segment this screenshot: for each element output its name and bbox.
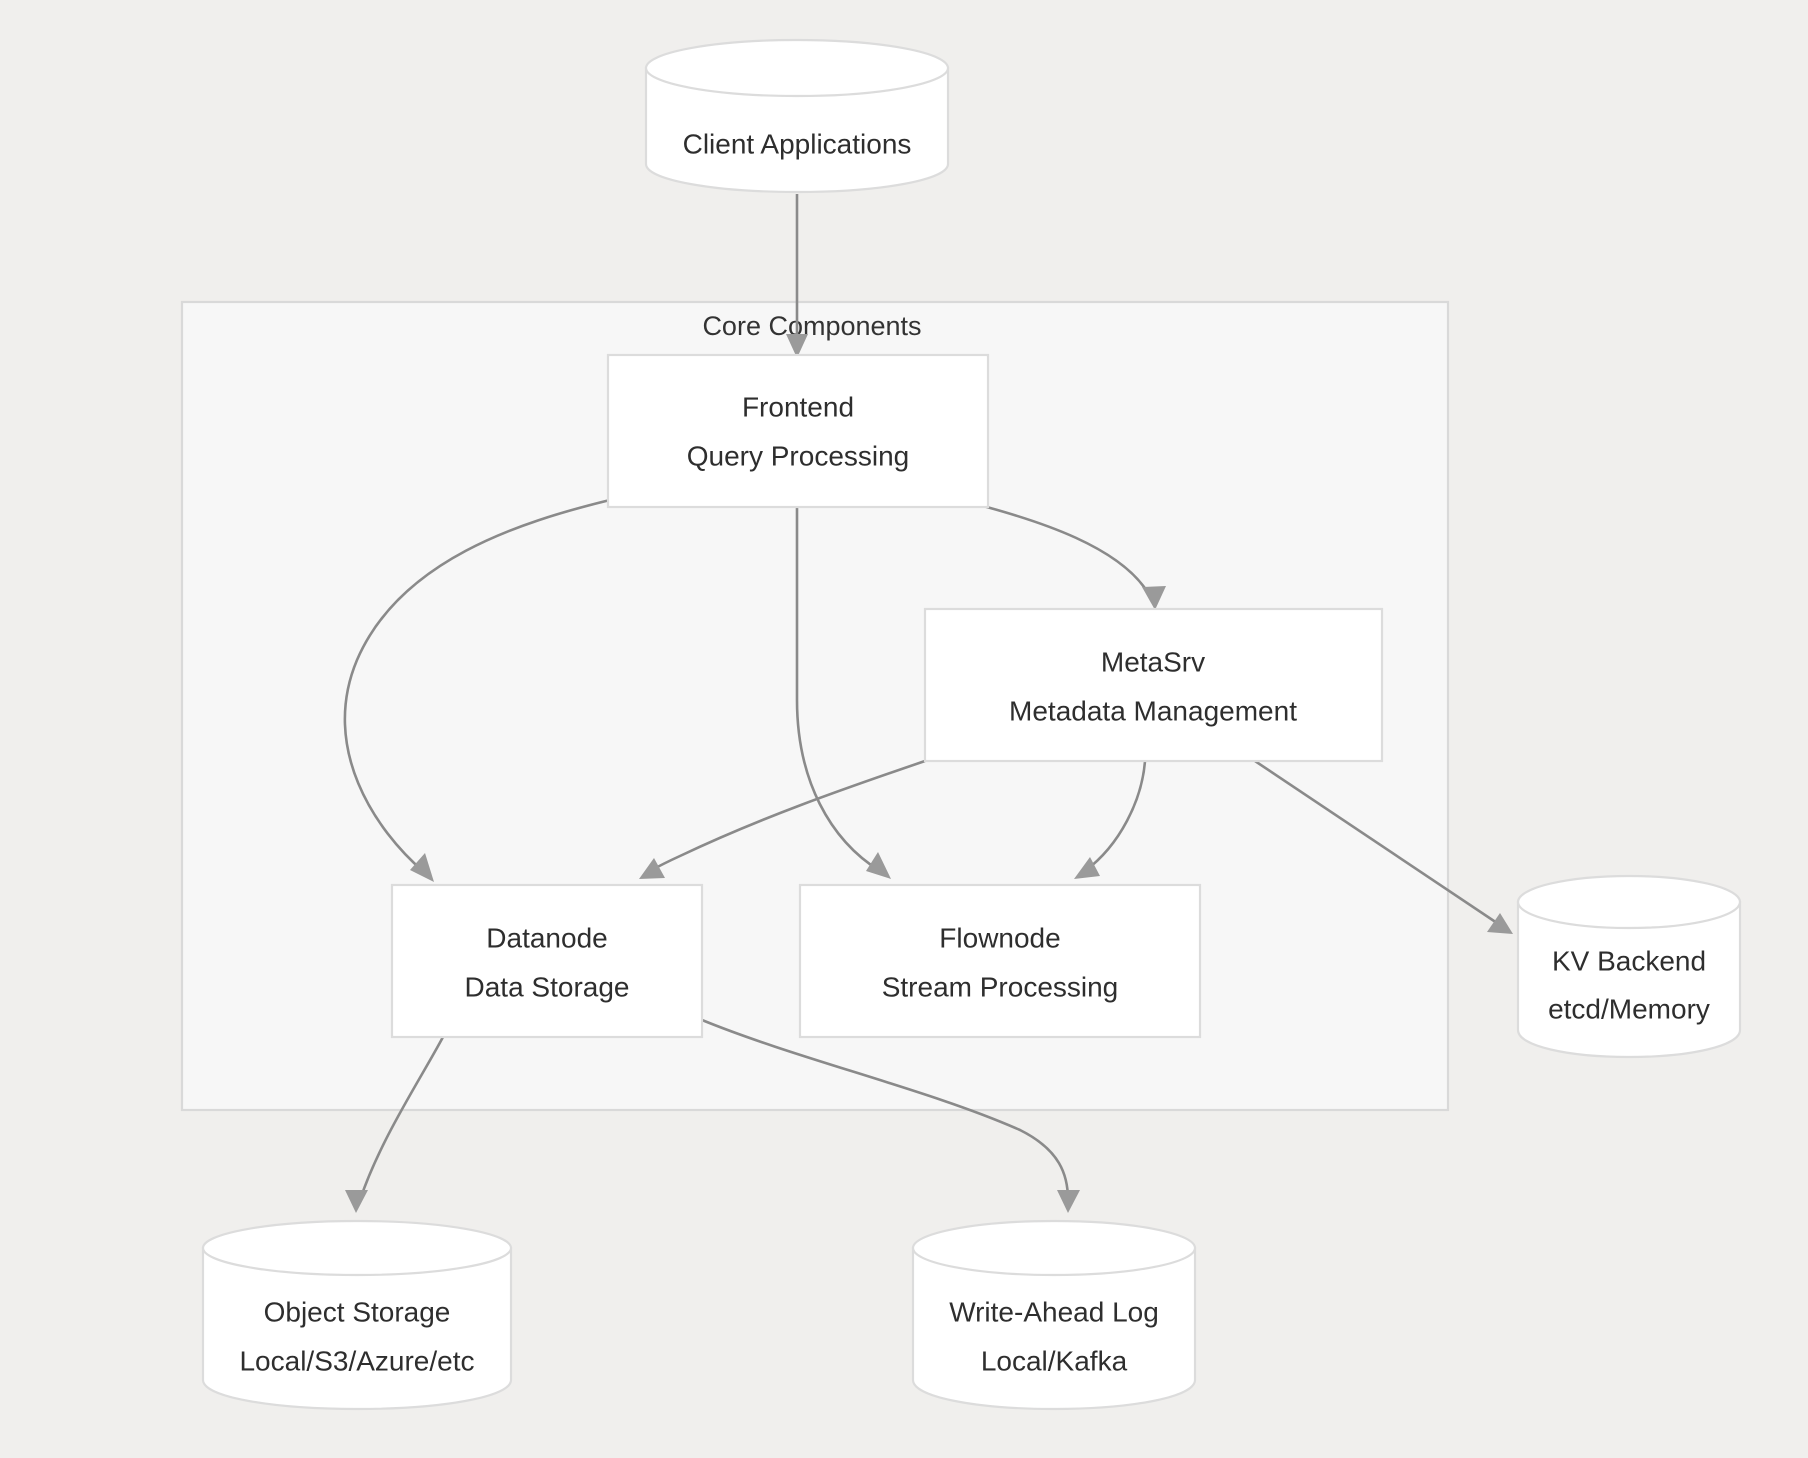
client-applications-cylinder-top xyxy=(644,38,950,98)
object-storage-label-line2: Local/S3/Azure/etc xyxy=(239,1345,474,1376)
arrowhead-metasrv-flownode xyxy=(1074,857,1100,879)
arrowhead-metasrv-datanode xyxy=(639,858,665,879)
node-datanode[interactable]: Datanode Data Storage xyxy=(390,883,704,1039)
metasrv-label-line2: Metadata Management xyxy=(1009,695,1297,726)
client-applications-label-line1: Client Applications xyxy=(683,128,912,159)
arrowhead-client-frontend xyxy=(786,334,808,358)
kv-backend-cylinder-top xyxy=(1516,874,1742,930)
arrowhead-frontend-flownode xyxy=(866,852,891,879)
edge-metasrv-to-flownode xyxy=(1074,760,1147,879)
node-write-ahead-log[interactable]: Write-Ahead Log Local/Kafka xyxy=(911,1219,1197,1411)
arrowhead-frontend-metasrv xyxy=(1142,586,1166,610)
write-ahead-log-cylinder-body xyxy=(911,1246,1197,1411)
datanode-label-line1: Datanode xyxy=(486,922,607,953)
metasrv-box xyxy=(923,607,1384,763)
kv-backend-label-line2: etcd/Memory xyxy=(1548,993,1710,1024)
datanode-box xyxy=(390,883,704,1039)
frontend-label-line2: Query Processing xyxy=(687,440,910,471)
edge-datanode-to-wal xyxy=(701,1018,1080,1213)
kv-backend-cylinder-body xyxy=(1516,900,1742,1059)
node-object-storage[interactable]: Object Storage Local/S3/Azure/etc xyxy=(201,1219,513,1411)
kv-backend-label-line1: KV Backend xyxy=(1552,945,1706,976)
edge-metasrv-to-datanode xyxy=(639,759,926,879)
arrowhead-datanode-wal xyxy=(1057,1190,1080,1213)
node-client-applications[interactable]: Client Applications xyxy=(644,38,950,194)
object-storage-cylinder-top xyxy=(201,1219,513,1277)
frontend-label-line1: Frontend xyxy=(742,391,854,422)
node-metasrv[interactable]: MetaSrv Metadata Management xyxy=(923,607,1384,763)
metasrv-label-line1: MetaSrv xyxy=(1101,646,1205,677)
object-storage-cylinder-body xyxy=(201,1246,513,1411)
edge-datanode-to-objectstorage xyxy=(345,1036,445,1213)
subgraph-title-label: Core Components xyxy=(702,311,921,341)
write-ahead-log-label-line2: Local/Kafka xyxy=(981,1345,1128,1376)
edge-frontend-to-metasrv xyxy=(959,498,1166,610)
arrowhead-datanode-objectstorage xyxy=(345,1190,368,1213)
frontend-box xyxy=(606,353,990,509)
flownode-label-line2: Stream Processing xyxy=(882,971,1119,1002)
flownode-label-line1: Flownode xyxy=(939,922,1060,953)
flownode-box xyxy=(798,883,1202,1039)
datanode-label-line2: Data Storage xyxy=(465,971,630,1002)
subgraph-title-backdrop xyxy=(665,305,955,347)
write-ahead-log-cylinder-top xyxy=(911,1219,1197,1277)
arrowhead-frontend-datanode xyxy=(410,853,434,882)
object-storage-label-line1: Object Storage xyxy=(264,1296,451,1327)
edge-metasrv-to-kvbackend xyxy=(1254,759,1513,934)
node-frontend[interactable]: Frontend Query Processing xyxy=(606,353,990,509)
client-applications-cylinder-body xyxy=(644,66,950,194)
arrowhead-metasrv-kvbackend xyxy=(1487,913,1513,934)
write-ahead-log-label-line1: Write-Ahead Log xyxy=(949,1296,1159,1327)
node-flownode[interactable]: Flownode Stream Processing xyxy=(798,883,1202,1039)
edge-frontend-to-datanode xyxy=(343,498,611,882)
node-kv-backend[interactable]: KV Backend etcd/Memory xyxy=(1516,874,1742,1059)
edge-client-to-frontend xyxy=(786,194,808,358)
